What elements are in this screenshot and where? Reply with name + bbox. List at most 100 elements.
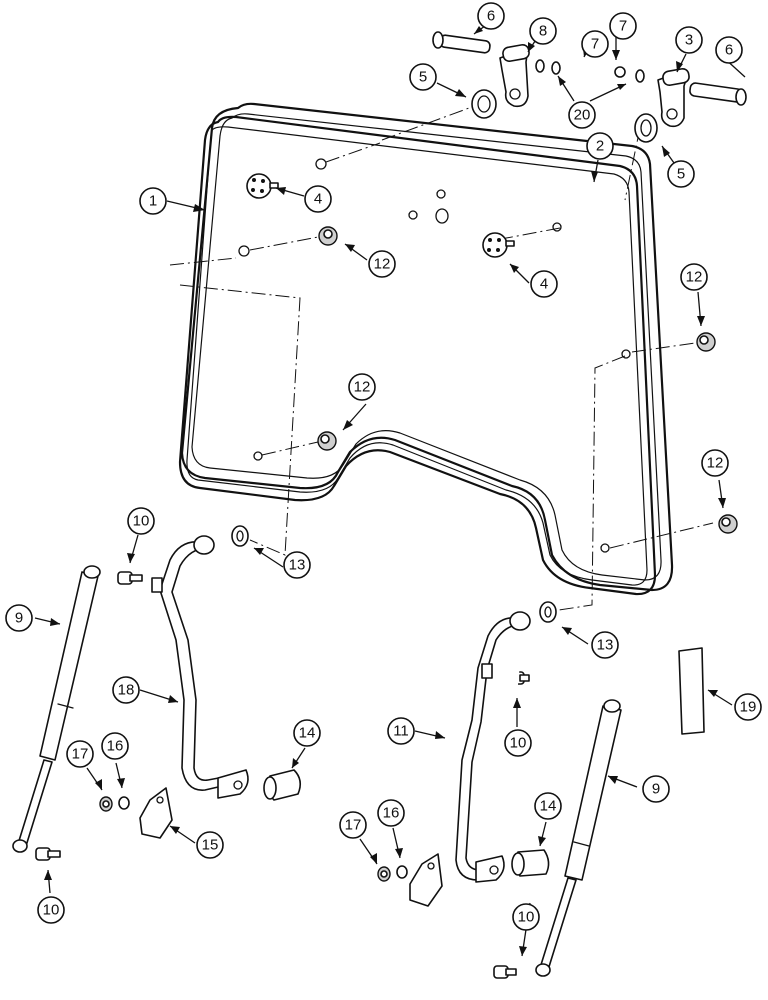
hinge-bracket-8 (499, 43, 530, 108)
sleeve-14-right (511, 849, 550, 877)
glass-hole (552, 222, 562, 232)
svg-text:12: 12 (686, 269, 703, 286)
ball-stud-12 (696, 332, 716, 352)
window-outer-edge (180, 102, 674, 592)
callout-4: 4 (530, 270, 558, 298)
assembly-centerlines (169, 103, 714, 613)
callout-19: 19 (734, 693, 762, 721)
callout-12: 12 (368, 250, 396, 278)
svg-text:16: 16 (107, 738, 124, 755)
support-rod-11 (455, 611, 531, 883)
washer-5-left (471, 89, 497, 119)
svg-text:7: 7 (619, 18, 627, 35)
callout-5: 5 (667, 160, 695, 188)
gas-strut-left (12, 565, 101, 853)
nut-17 (99, 796, 113, 812)
callout-5: 5 (409, 63, 437, 91)
callout-10: 10 (512, 903, 540, 931)
glass-window (178, 102, 674, 596)
svg-text:7: 7 (591, 36, 599, 53)
svg-text:4: 4 (540, 276, 548, 293)
callout-4: 4 (304, 185, 332, 213)
ball-stud-12 (317, 431, 337, 451)
callout-1: 1 (139, 187, 167, 215)
svg-text:14: 14 (299, 725, 316, 742)
svg-text:12: 12 (707, 455, 724, 472)
callout-16: 16 (377, 799, 405, 827)
hinge-pin-right (689, 82, 747, 106)
callout-9: 9 (642, 775, 670, 803)
callout-12: 12 (680, 263, 708, 291)
svg-text:10: 10 (133, 513, 150, 530)
ball-stud-12 (718, 514, 738, 534)
bumper-4-left (246, 173, 279, 199)
svg-text:6: 6 (725, 42, 733, 59)
bumper-4-right (482, 232, 515, 258)
callout-13: 13 (283, 551, 311, 579)
svg-text:12: 12 (374, 256, 391, 273)
callout-8: 8 (529, 17, 557, 45)
glass-hole (408, 210, 418, 220)
svg-text:13: 13 (597, 637, 614, 654)
washer-13-left (231, 525, 249, 547)
callout-3: 3 (675, 26, 703, 54)
hinge-bracket-3 (657, 67, 690, 128)
ball-stud-12 (318, 226, 338, 246)
callout-10: 10 (504, 729, 532, 757)
washer-5-right (634, 113, 658, 143)
callout-12: 12 (701, 449, 729, 477)
glass-hole (621, 349, 631, 359)
svg-text:15: 15 (202, 837, 219, 854)
washer-20-right (614, 66, 645, 83)
decal-19 (678, 647, 705, 735)
glass-hole (315, 158, 327, 170)
screw-10 (117, 571, 143, 585)
callout-11: 11 (387, 717, 415, 745)
svg-text:5: 5 (419, 69, 427, 86)
svg-text:18: 18 (118, 682, 135, 699)
svg-text:13: 13 (289, 557, 306, 574)
callout-20: 20 (568, 101, 596, 129)
seal-inner-edge (186, 126, 648, 586)
glass-hole (600, 543, 610, 553)
callout-17: 17 (339, 811, 367, 839)
bracket-15-right (409, 853, 443, 907)
svg-text:5: 5 (677, 166, 685, 183)
washer-16 (396, 865, 408, 879)
callout-2: 2 (586, 132, 614, 160)
glass-hole (238, 245, 250, 257)
svg-text:3: 3 (685, 32, 693, 49)
window-inner-edge (191, 113, 662, 581)
callout-16: 16 (101, 732, 129, 760)
svg-text:11: 11 (393, 723, 409, 740)
svg-text:10: 10 (510, 735, 527, 752)
svg-text:2: 2 (596, 138, 604, 155)
callout-17: 17 (66, 740, 94, 768)
washer-13-right (539, 601, 557, 623)
svg-text:19: 19 (740, 699, 757, 716)
callout-6: 6 (477, 2, 505, 30)
glass-hole (436, 189, 446, 199)
callout-18: 18 (112, 676, 140, 704)
seal-outer-edge (178, 115, 657, 596)
washer-16 (118, 796, 130, 810)
callout-14: 14 (534, 792, 562, 820)
svg-text:9: 9 (652, 781, 660, 798)
callout-14: 14 (293, 719, 321, 747)
svg-text:8: 8 (539, 23, 547, 40)
screw-10 (35, 847, 61, 861)
gas-strut-right (535, 699, 622, 977)
callout-12: 12 (348, 373, 376, 401)
svg-text:10: 10 (43, 902, 60, 919)
svg-text:9: 9 (15, 610, 23, 627)
support-rod-18 (151, 535, 249, 799)
callout-10: 10 (127, 507, 155, 535)
svg-text:14: 14 (540, 798, 557, 815)
svg-text:4: 4 (314, 191, 322, 208)
svg-text:17: 17 (72, 746, 89, 763)
callout-7: 7 (581, 30, 609, 58)
svg-text:17: 17 (345, 817, 362, 834)
bracket-15-left (139, 787, 173, 839)
